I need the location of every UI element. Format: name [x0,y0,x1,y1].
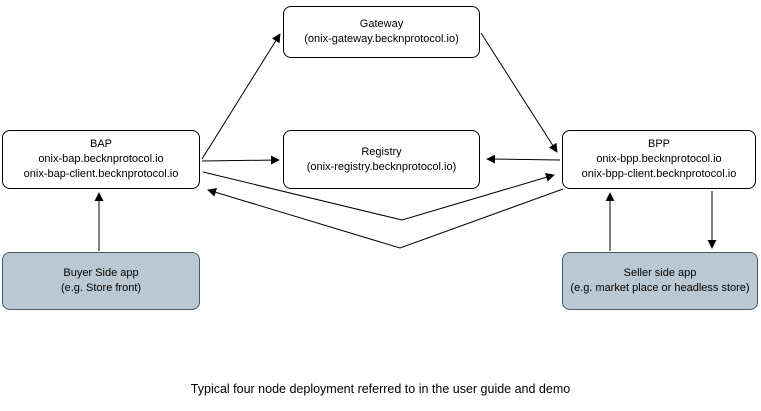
node-bap-title: BAP [89,138,112,150]
node-bap-client-domain: onix-bap-client.becknprotocol.io [23,168,179,180]
edge-bap-to-registry [201,155,280,165]
node-gateway-domain: (onix-gateway.becknprotocol.io) [304,33,459,45]
node-bpp-client-domain: onix-bpp-client.becknprotocol.io [581,168,737,180]
node-buyer-example: (e.g. Store front) [60,282,142,294]
diagram-caption: Typical four node deployment referred to… [190,382,571,396]
node-seller-title: Seller side app [623,267,697,279]
edge-bpp-to-bap [207,188,564,249]
node-buyer-side-app: Buyer Side app (e.g. Store front) [2,252,200,310]
edge-bap-to-gateway [201,33,281,160]
node-registry-title: Registry [361,145,402,158]
node-gateway-title: Gateway [359,18,404,30]
node-gateway: Gateway (onix-gateway.becknprotocol.io) [283,6,480,58]
node-bap: BAP onix-bap.becknprotocol.io onix-bap-c… [2,130,200,189]
node-buyer-title: Buyer Side app [63,267,139,279]
node-registry-domain: (onix-registry.becknprotocol.io) [306,160,457,173]
node-bap-domain: onix-bap.becknprotocol.io [38,153,164,165]
node-seller-example: (e.g. market place or headless store) [570,282,750,294]
node-registry: Registry (onix-registry.becknprotocol.io… [283,130,480,189]
node-bpp-title: BPP [647,138,670,150]
edge-bpp-to-registry [486,154,561,164]
edge-gateway-to-bpp [480,32,558,153]
node-seller-side-app: Seller side app (e.g. market place or he… [562,252,758,310]
node-bpp: BPP onix-bpp.becknprotocol.io onix-bpp-c… [562,130,756,189]
node-bpp-domain: onix-bpp.becknprotocol.io [596,153,722,165]
